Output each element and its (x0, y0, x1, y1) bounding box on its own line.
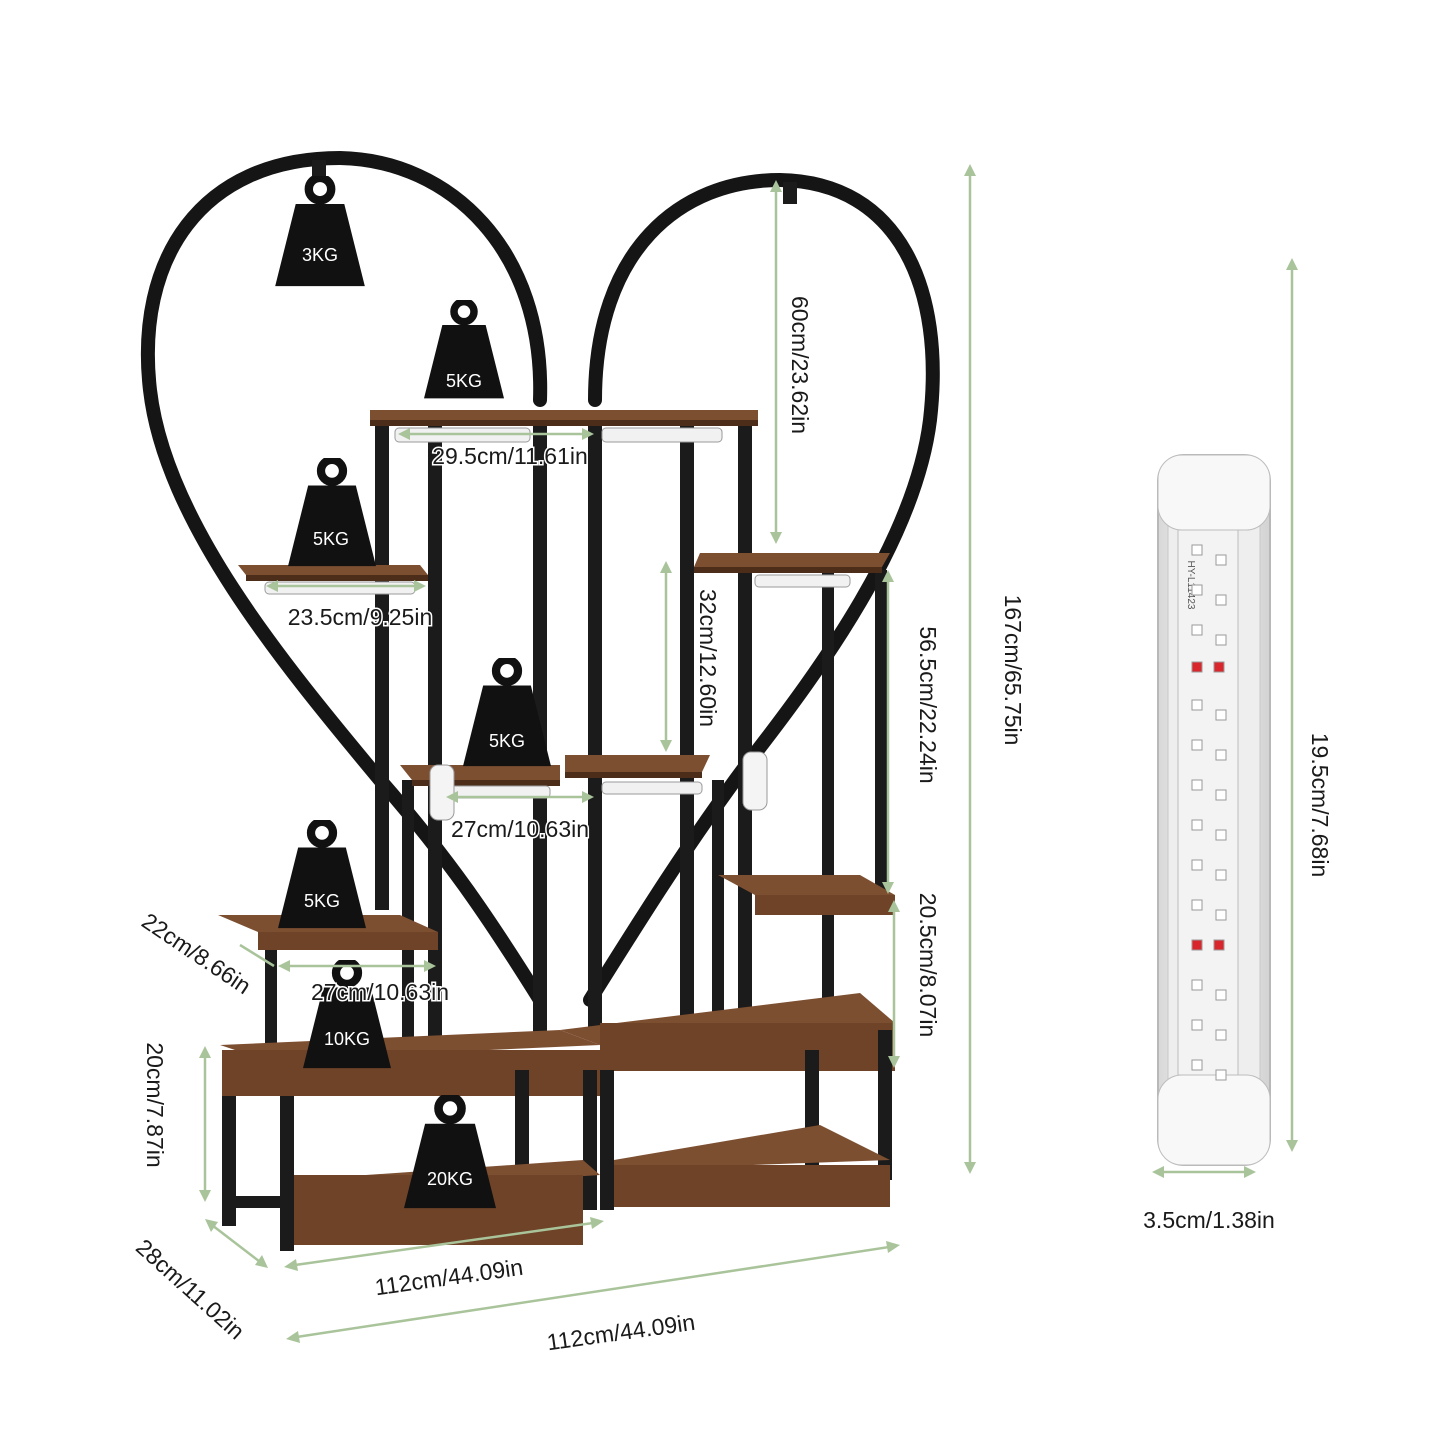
weight-icon-20kg: 20KG (404, 1097, 496, 1208)
led-white (1215, 909, 1227, 921)
led-white (1215, 829, 1227, 841)
led-red (1191, 939, 1203, 951)
center-shelf-left (400, 765, 560, 780)
led-strip (1177, 524, 1239, 1076)
led-white (1191, 779, 1203, 791)
post (875, 570, 887, 890)
led-white (1191, 544, 1203, 556)
led-white (1191, 624, 1203, 636)
led-white (1191, 899, 1203, 911)
total-width-label: 112cm/44.09in (545, 1309, 696, 1356)
heart-arch-left (140, 150, 548, 1007)
pcb-label: HY-L11423 (1185, 561, 1196, 610)
led-white (1191, 584, 1203, 596)
weight-icon-10kg: 10KG (303, 962, 391, 1068)
led-white (1191, 699, 1203, 711)
center-gap-label: 32cm/12.60in (695, 589, 721, 727)
svg-text:10KG: 10KG (324, 1029, 370, 1049)
grow-light (264, 581, 416, 595)
lamp-end-cap-top (1157, 454, 1271, 531)
svg-text:5KG: 5KG (304, 891, 340, 911)
led-white (1191, 1019, 1203, 1031)
heart-arch-right (583, 172, 940, 1007)
base-height-label: 20cm/7.87in (142, 1042, 168, 1167)
total-height-label: 167cm/65.75in (1000, 595, 1026, 746)
led-white (1215, 989, 1227, 1001)
led-red (1213, 661, 1225, 673)
svg-text:3KG: 3KG (302, 245, 338, 265)
led-white (1191, 979, 1203, 991)
svg-text:5KG: 5KG (489, 731, 525, 751)
post (375, 420, 389, 910)
post (822, 570, 834, 1020)
led-white (1215, 1069, 1227, 1081)
grow-light (601, 781, 703, 795)
led-white (1215, 594, 1227, 606)
led-white (1191, 819, 1203, 831)
lamp-end-cap-bottom (1157, 1074, 1271, 1166)
dimension-arrows (199, 164, 1298, 1343)
left-low-shelf-width-label: 27cm/10.63in (311, 979, 449, 1005)
post (712, 780, 724, 1040)
led-white (1215, 1029, 1227, 1041)
center-shelf-width-label: 27cm/10.63in (451, 816, 589, 842)
led-white (1215, 869, 1227, 881)
post (680, 420, 694, 1040)
center-shelf-right (565, 755, 710, 772)
arch-height-label: 60cm/23.62in (787, 296, 813, 434)
weight-icon-5kg-left-low: 5KG (278, 822, 366, 928)
weight-icon-5kg-top: 5KG (424, 302, 504, 399)
post (588, 420, 602, 1040)
led-chips (1191, 544, 1227, 1081)
weight-icon-5kg-left-mid: 5KG (288, 460, 376, 566)
left-mid-shelf-width-label: 23.5cm/9.25in (288, 604, 432, 630)
lamp-length-label: 19.5cm/7.68in (1307, 733, 1333, 877)
post (265, 940, 277, 1060)
right-lower-shelf (718, 875, 895, 895)
right-upper-gap-label: 56.5cm/22.24in (915, 626, 941, 783)
led-white (1215, 634, 1227, 646)
led-white (1215, 554, 1227, 566)
top-shelf-width-label: 29.5cm/11.61in (432, 443, 588, 469)
grow-light-detail: HY-L11423 (1157, 454, 1271, 1166)
left-mid-shelf (238, 565, 428, 575)
lamp-width-label: 3.5cm/1.38in (1143, 1207, 1275, 1233)
base-width-label: 112cm/44.09in (373, 1254, 524, 1301)
weight-icon-3kg: 3KG (275, 178, 365, 286)
led-red (1213, 939, 1225, 951)
weight-icon-5kg-center: 5KG (463, 660, 551, 766)
right-upper-shelf (694, 553, 890, 567)
grow-light (754, 574, 851, 588)
light-controller (742, 751, 768, 811)
led-white (1215, 709, 1227, 721)
led-white (1215, 749, 1227, 761)
post (738, 420, 752, 1040)
led-white (1191, 1059, 1203, 1071)
arch-hook-right (783, 182, 797, 204)
svg-text:5KG: 5KG (313, 529, 349, 549)
weight-icons: 3KG 5KG 5KG 5KG 5KG 10KG 20KG (275, 178, 551, 1208)
led-white (1191, 859, 1203, 871)
right-lower-gap-label: 20.5cm/8.07in (915, 893, 941, 1037)
led-white (1215, 789, 1227, 801)
light-controller (429, 764, 455, 821)
plant-stand (140, 150, 940, 1251)
led-red (1191, 661, 1203, 673)
led-white (1191, 739, 1203, 751)
svg-text:20KG: 20KG (427, 1169, 473, 1189)
depth-label: 28cm/11.02in (131, 1234, 250, 1345)
post (428, 420, 442, 1080)
svg-text:5KG: 5KG (446, 371, 482, 391)
grow-light (601, 427, 723, 443)
